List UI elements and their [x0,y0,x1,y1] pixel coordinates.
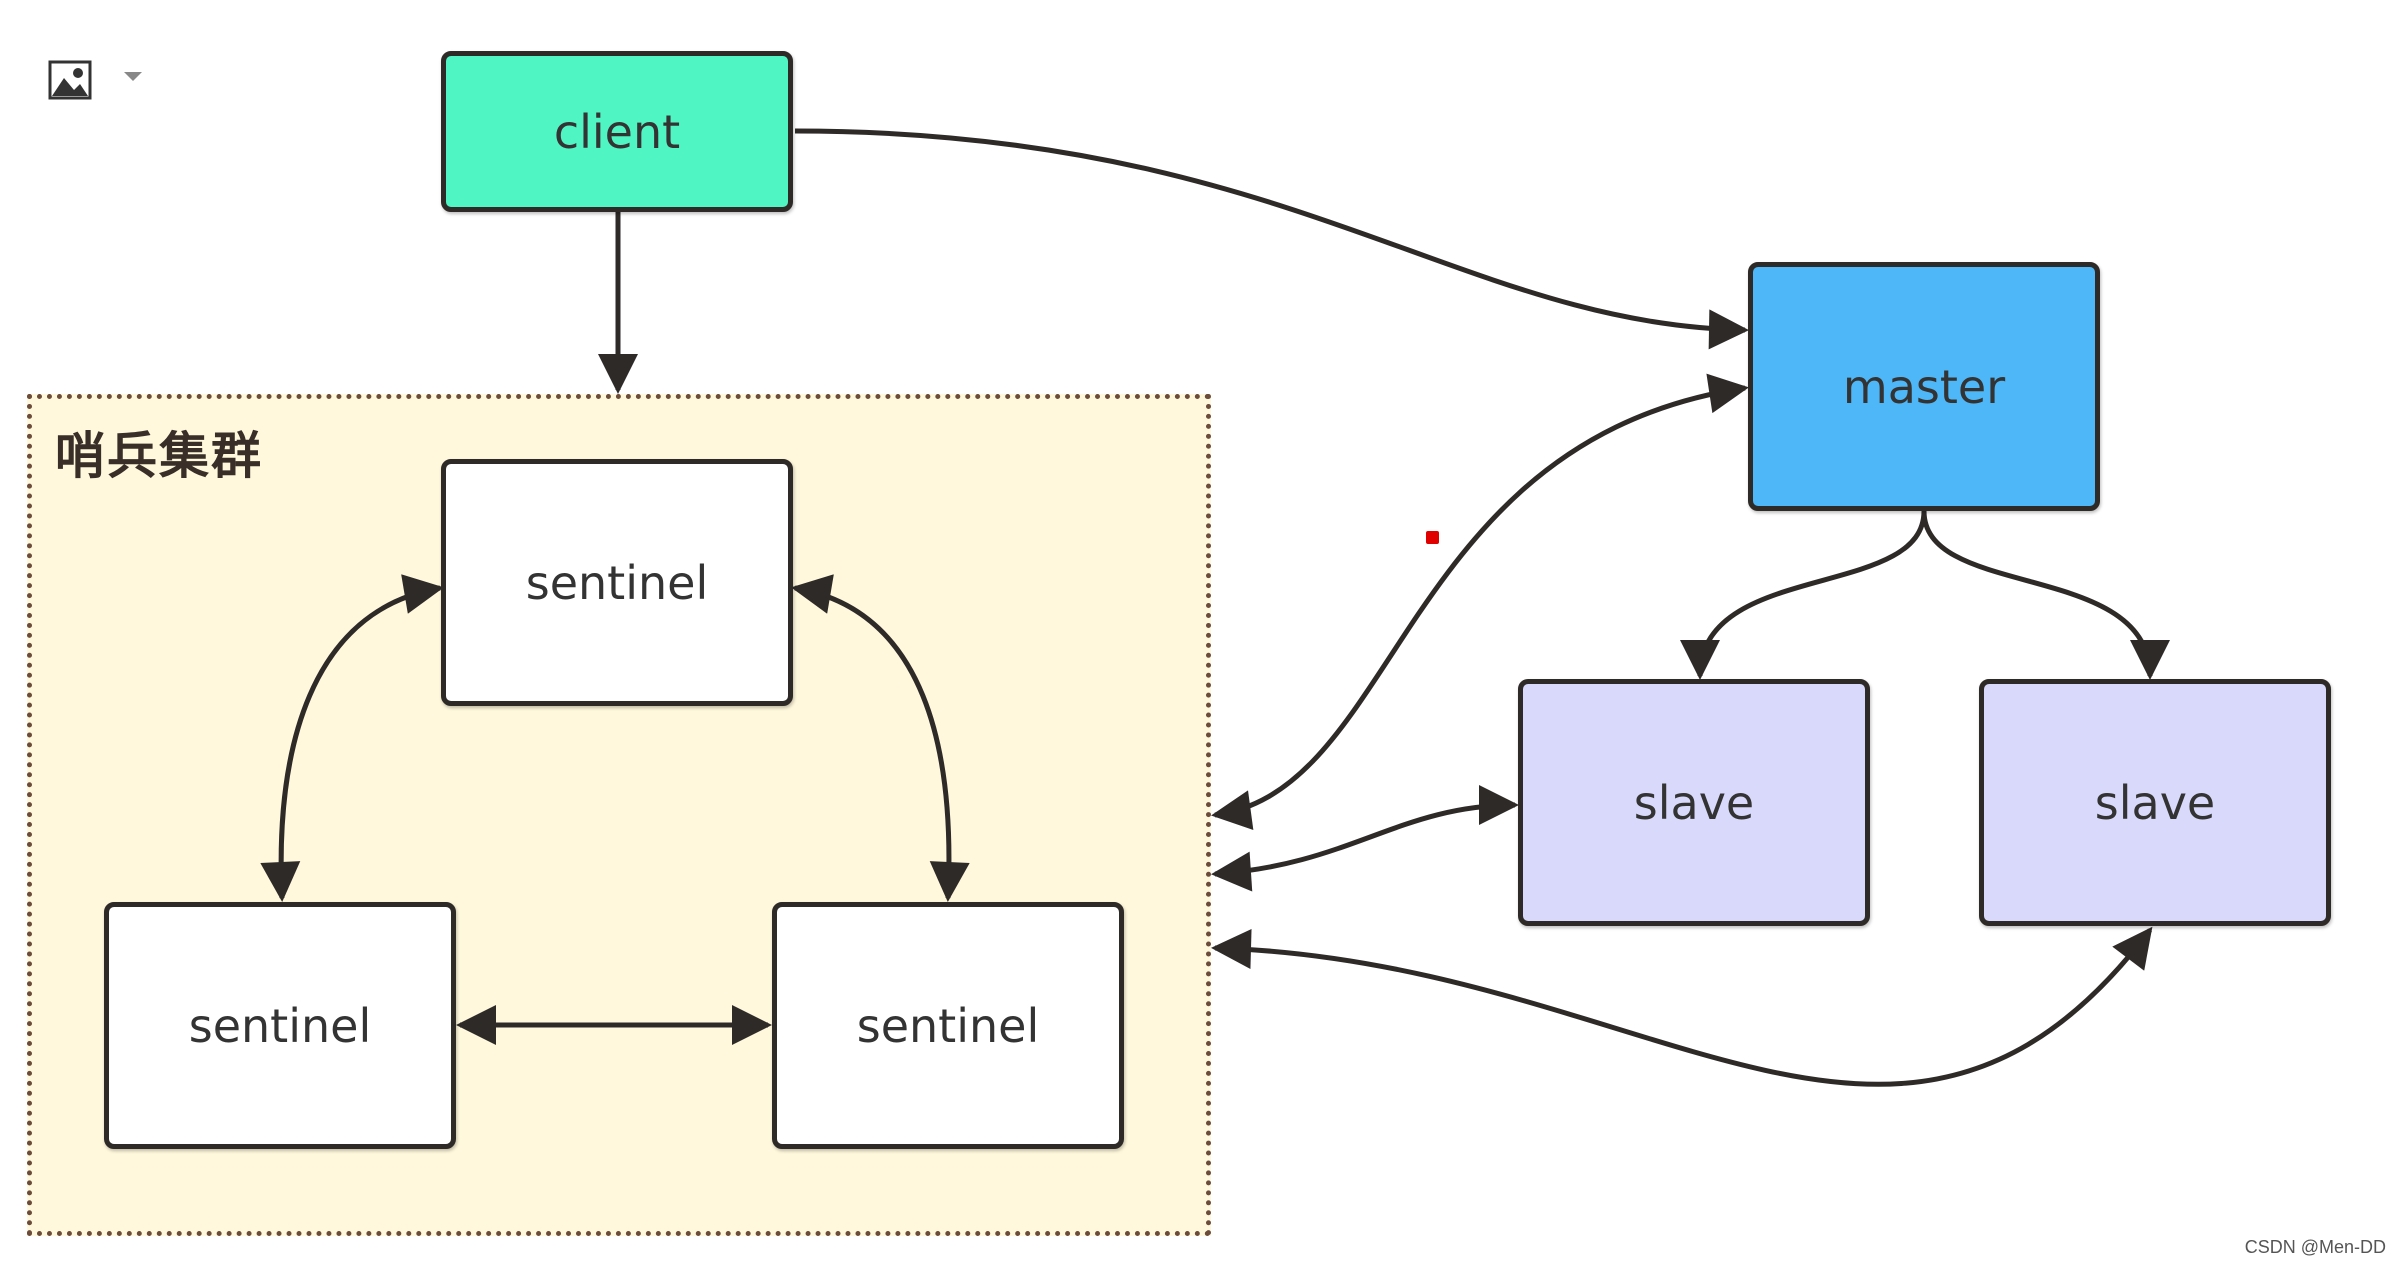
sentinel-node-left[interactable]: sentinel [104,902,456,1149]
watermark: CSDN @Men-DD [2244,1237,2386,1257]
image-icon[interactable] [48,60,92,100]
edge-master-slave1 [1680,510,1927,680]
cluster-title: 哨兵集群 [55,427,263,485]
cursor-marker [1426,531,1439,544]
edge-client-master [794,128,1749,350]
edge-cluster-slave1 [1211,785,1519,892]
slave-node-2[interactable]: slave [1979,679,2331,926]
caret-down-icon[interactable] [124,72,142,81]
sentinel-node-top[interactable]: sentinel [441,459,793,706]
client-node[interactable]: client [441,51,793,212]
master-node[interactable]: master [1748,262,2100,511]
edge-master-slave2 [1921,510,2170,680]
edge-cluster-slave2 [1211,926,2153,1087]
slave-label: slave [1633,775,1755,830]
slave-node-1[interactable]: slave [1518,679,1870,926]
slave-label: slave [2094,775,2216,830]
master-label: master [1842,359,2006,414]
sentinel-label: sentinel [856,998,1040,1053]
client-label: client [553,104,681,159]
sentinel-label: sentinel [525,555,709,610]
sentinel-node-right[interactable]: sentinel [772,902,1124,1149]
sentinel-label: sentinel [188,998,372,1053]
